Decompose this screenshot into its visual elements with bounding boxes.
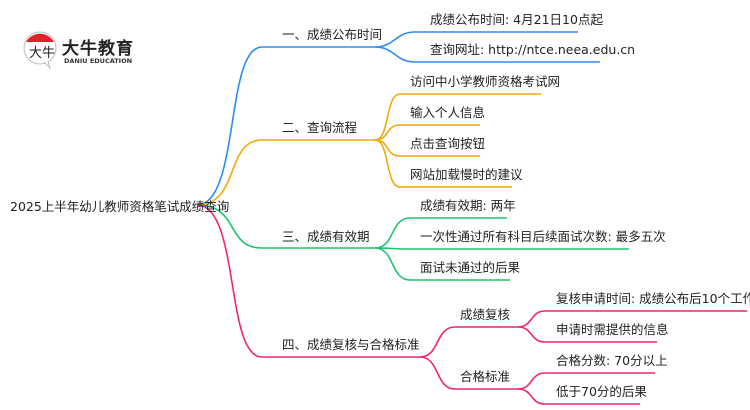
link-4-2-2 [517, 388, 640, 405]
link-4-2-1 [517, 372, 655, 390]
link-branch-3 [196, 204, 375, 249]
logo: 大牛 大牛教育 DANIU EDUCATION [22, 28, 172, 72]
link-1-2 [374, 46, 600, 63]
link-3-1 [374, 217, 507, 249]
subtopic[interactable]: 网站加载慢时的建议 [410, 167, 523, 182]
link-4-2 [419, 356, 518, 390]
subtopic[interactable]: 成绩复核 [460, 307, 511, 322]
link-branch-4 [196, 204, 420, 358]
leaf-topic[interactable]: 申请时需提供的信息 [556, 322, 669, 337]
branch-topic[interactable]: 一、成绩公布时间 [282, 27, 383, 42]
subtopic[interactable]: 合格标准 [460, 369, 511, 384]
subtopic[interactable]: 查询网址: http://ntce.neea.edu.cn [430, 42, 636, 57]
logo-subtext: DANIU EDUCATION [64, 57, 133, 65]
link-4-1 [419, 326, 518, 358]
logo-text: 大牛教育 [62, 39, 134, 59]
subtopic[interactable]: 一次性通过所有科目后续面试次数: 最多五次 [420, 229, 666, 244]
subtopic[interactable]: 成绩公布时间: 4月21日10点起 [430, 12, 603, 27]
branch-topic[interactable]: 三、成绩有效期 [282, 229, 370, 244]
branch-topic[interactable]: 四、成绩复核与合格标准 [282, 337, 420, 352]
branch-topic[interactable]: 二、查询流程 [282, 120, 358, 135]
subtopic[interactable]: 访问中小学教师资格考试网 [410, 74, 561, 89]
link-branch-2 [196, 139, 375, 206]
leaf-topic[interactable]: 复核申请时间: 成绩公布后10个工作日内 [556, 291, 750, 306]
svg-text:大牛: 大牛 [29, 46, 55, 61]
link-4-1-1 [517, 310, 747, 328]
link-3-3 [374, 247, 510, 281]
logo-mark-icon: 大牛 [23, 31, 57, 70]
link-branch-1 [196, 46, 375, 206]
link-2-2 [374, 124, 480, 141]
link-3-2 [374, 247, 629, 250]
subtopic[interactable]: 点击查询按钮 [410, 136, 486, 151]
link-2-1 [374, 93, 541, 141]
leaf-topic[interactable]: 低于70分的后果 [556, 384, 647, 399]
link-4-1-2 [517, 326, 657, 343]
link-1-1 [374, 31, 578, 48]
link-2-4 [374, 139, 512, 188]
subtopic[interactable]: 面试未通过的后果 [420, 260, 521, 275]
subtopic[interactable]: 成绩有效期: 两年 [420, 198, 516, 213]
root-topic[interactable]: 2025上半年幼儿教师资格笔试成绩查询 [10, 199, 230, 214]
leaf-topic[interactable]: 合格分数: 70分以上 [556, 353, 668, 368]
subtopic[interactable]: 输入个人信息 [410, 105, 486, 120]
